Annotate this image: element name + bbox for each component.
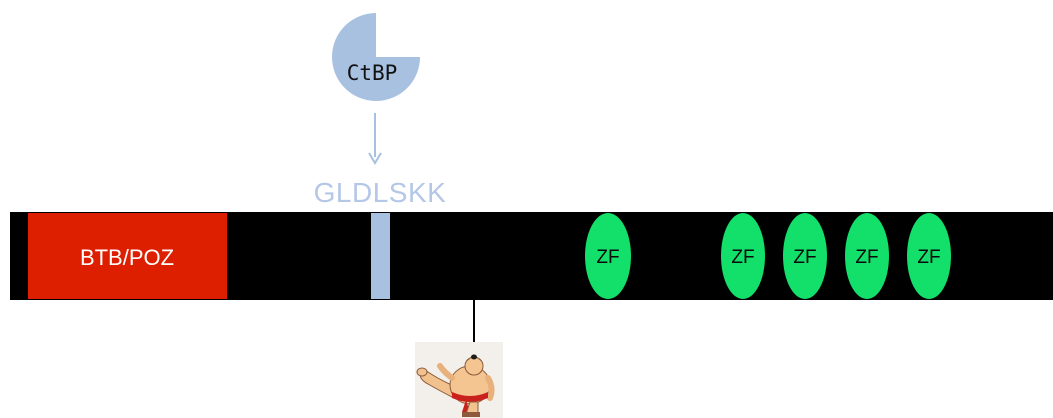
zinc-finger-label: ZF — [793, 247, 816, 268]
btb-poz-domain: BTB/POZ — [28, 213, 227, 299]
motif-sequence-label: GLDLSKK — [314, 177, 447, 208]
zinc-finger-label: ZF — [731, 247, 754, 268]
zinc-finger-oval — [585, 213, 631, 299]
zinc-finger-label: ZF — [855, 247, 878, 268]
zinc-finger-label: ZF — [596, 247, 619, 268]
zinc-finger: ZF — [721, 213, 765, 299]
ctbp-cofactor: CtBP — [332, 13, 420, 101]
zinc-finger: ZF — [585, 213, 631, 299]
zinc-finger-oval — [907, 213, 951, 299]
zinc-finger: ZF — [845, 213, 889, 299]
motif-marker — [371, 213, 390, 299]
ctbp-label: CtBP — [347, 61, 398, 85]
btb-poz-box — [28, 213, 227, 299]
zinc-finger-label: ZF — [917, 247, 940, 268]
binding-arrow — [368, 113, 382, 165]
zinc-finger: ZF — [783, 213, 827, 299]
zinc-finger-group: ZF ZF ZF ZF ZF — [585, 213, 951, 299]
zinc-finger-oval — [845, 213, 889, 299]
zinc-finger: ZF — [907, 213, 951, 299]
btb-poz-label: BTB/POZ — [80, 245, 174, 270]
zinc-finger-oval — [783, 213, 827, 299]
zinc-finger-oval — [721, 213, 765, 299]
arrow-head — [368, 152, 382, 165]
ctbp-shape — [332, 13, 420, 101]
sumo-wrestler-icon — [415, 342, 503, 418]
